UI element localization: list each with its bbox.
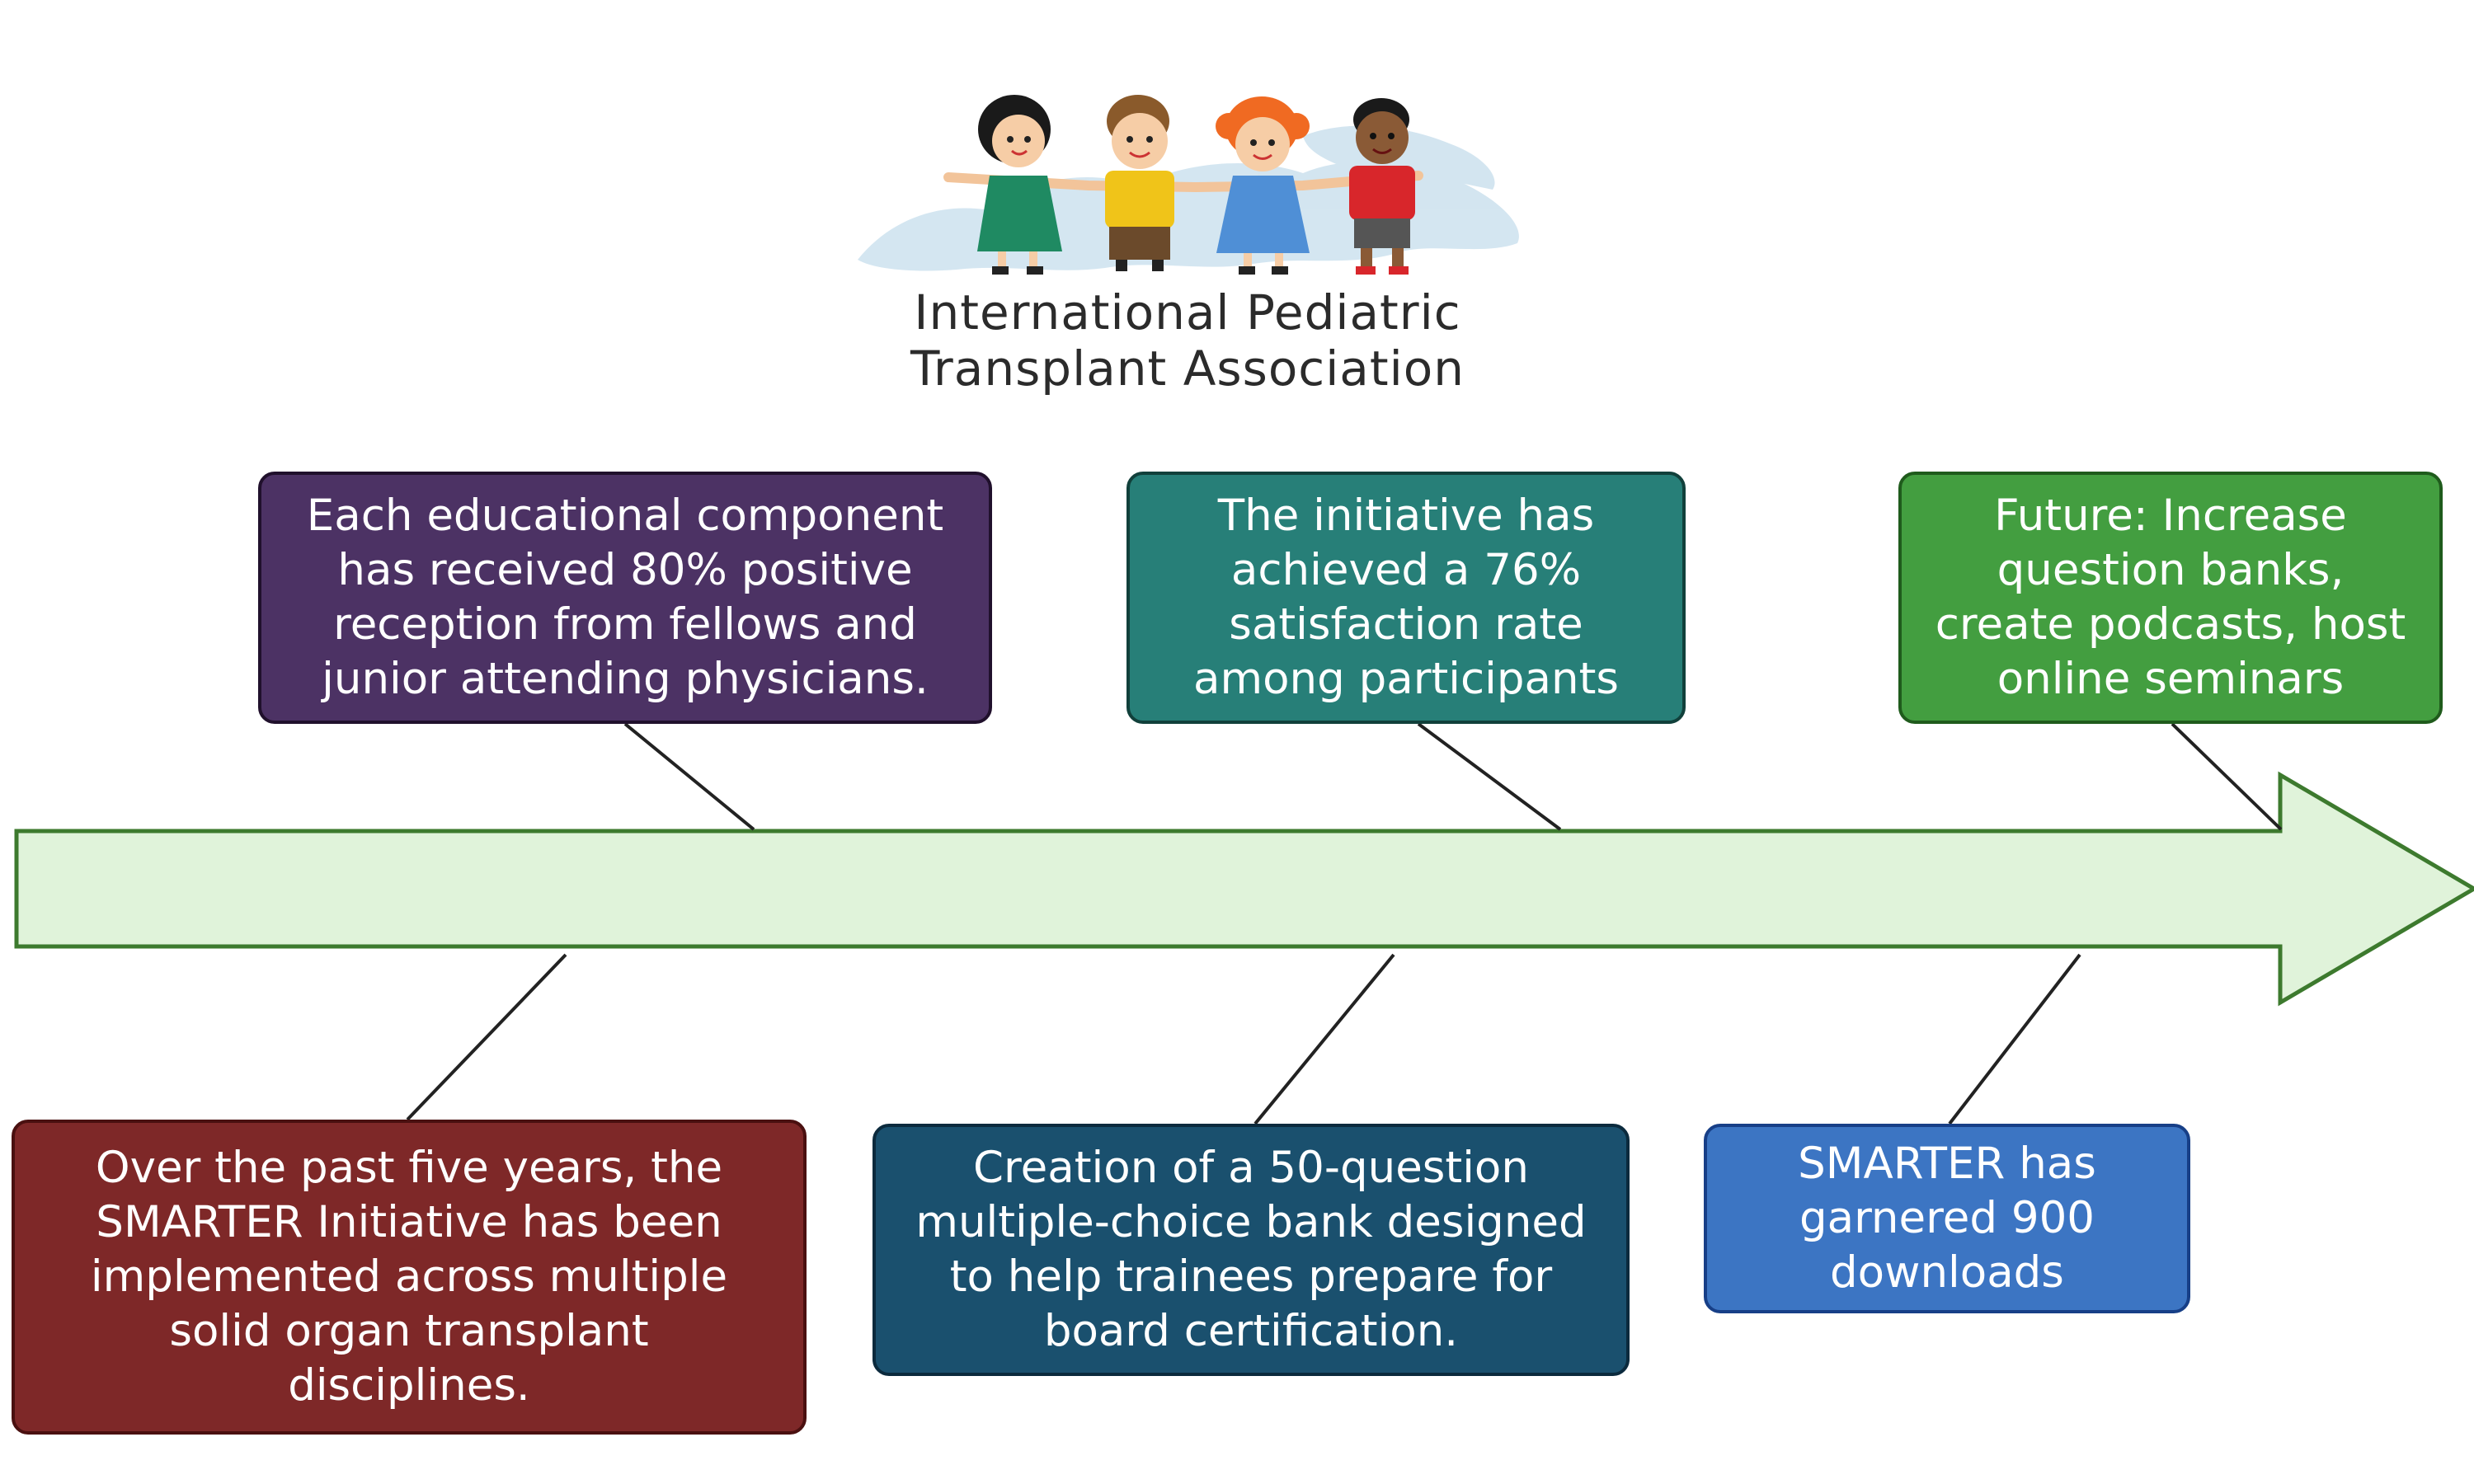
text-line: The initiative has xyxy=(1217,491,1595,541)
connector-top-1 xyxy=(623,722,755,831)
text-line: implemented across multiple xyxy=(90,1252,728,1302)
connector-top-2 xyxy=(1417,722,1562,831)
text-line: achieved a 76% xyxy=(1230,545,1582,595)
child-figure-3 xyxy=(1216,96,1310,275)
text-line: solid organ transplant xyxy=(169,1306,649,1356)
ipta-logo: International Pediatric Transplant Assoc… xyxy=(841,78,1534,408)
text-line: SMARTER Initiative has been xyxy=(96,1197,722,1247)
text-line: disciplines. xyxy=(288,1360,530,1411)
text-line: to help trainees prepare for xyxy=(949,1252,1553,1302)
milestone-text: Each educational component has received … xyxy=(307,489,943,707)
milestone-text: Over the past five years, the SMARTER In… xyxy=(91,1141,727,1413)
text-line: satisfaction rate xyxy=(1229,599,1583,650)
text-line: Future: Increase xyxy=(1994,491,2347,541)
text-line: SMARTER has xyxy=(1798,1139,2096,1189)
text-line: Creation of a 50-question xyxy=(973,1143,1529,1193)
milestone-text: Future: Increase question banks, create … xyxy=(1935,489,2406,707)
connector-bottom-3 xyxy=(1948,953,2081,1125)
child-figure-1 xyxy=(977,95,1062,275)
child-figure-2 xyxy=(1105,95,1174,271)
text-line: has received 80% positive xyxy=(337,545,913,595)
logo-illustration xyxy=(858,95,1519,275)
child-figure-4 xyxy=(1349,98,1415,275)
text-line: among participants xyxy=(1193,654,1619,704)
text-line: Each educational component xyxy=(306,491,944,541)
milestone-text: The initiative has achieved a 76% satisf… xyxy=(1193,489,1619,707)
logo-title-line2: Transplant Association xyxy=(910,340,1465,397)
milestone-text: SMARTER has garnered 900 downloads xyxy=(1798,1137,2096,1300)
text-line: junior attending physicians. xyxy=(322,654,929,704)
milestone-text: Creation of a 50-question multiple-choic… xyxy=(915,1141,1586,1359)
world-map-graphic xyxy=(858,125,1519,271)
milestone-future-plans: Future: Increase question banks, create … xyxy=(1898,472,2443,724)
text-line: create podcasts, host xyxy=(1935,599,2406,650)
milestone-implementation: Over the past five years, the SMARTER In… xyxy=(12,1120,807,1435)
text-line: Over the past five years, the xyxy=(95,1143,723,1193)
timeline-arrow xyxy=(14,771,2474,1007)
text-line: multiple-choice bank designed xyxy=(915,1197,1587,1247)
connector-bottom-2 xyxy=(1253,953,1395,1125)
milestone-satisfaction-rate: The initiative has achieved a 76% satisf… xyxy=(1126,472,1686,724)
text-line: board certification. xyxy=(1043,1306,1459,1356)
text-line: question banks, xyxy=(1997,545,2345,595)
logo-title-line1: International Pediatric xyxy=(914,284,1461,340)
milestone-downloads: SMARTER has garnered 900 downloads xyxy=(1704,1124,2190,1313)
milestone-question-bank: Creation of a 50-question multiple-choic… xyxy=(872,1124,1630,1376)
connector-bottom-1 xyxy=(406,953,567,1121)
text-line: downloads xyxy=(1830,1247,2064,1298)
text-line: garnered 900 xyxy=(1799,1193,2095,1243)
connector-top-3 xyxy=(2171,722,2283,831)
text-line: online seminars xyxy=(1997,654,2345,704)
milestone-positive-reception: Each educational component has received … xyxy=(258,472,992,724)
text-line: reception from fellows and xyxy=(333,599,917,650)
